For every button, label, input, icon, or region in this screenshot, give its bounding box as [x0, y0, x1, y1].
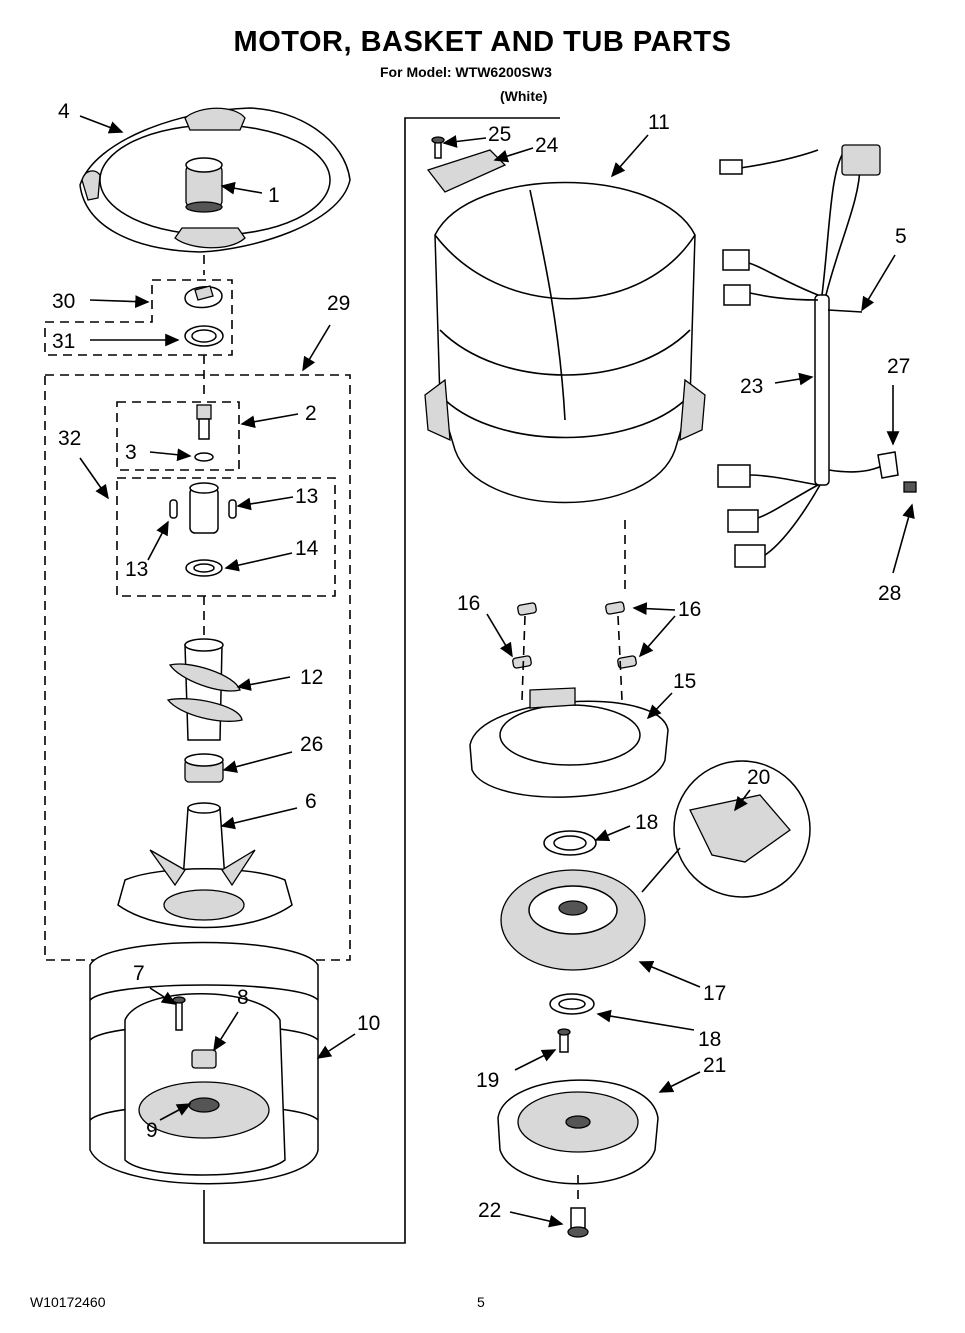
- callout-8: 8: [237, 986, 249, 1009]
- rotor-part: [497, 1079, 659, 1185]
- coupler-part: [184, 753, 224, 783]
- pin-part: [512, 601, 637, 669]
- outer-tub-part: [424, 181, 706, 504]
- document-number: W10172460: [30, 1294, 106, 1310]
- callout-27: 27: [887, 355, 910, 378]
- callout-1: 1: [268, 184, 280, 207]
- color-label: (White): [500, 88, 548, 104]
- callout-7: 7: [133, 962, 145, 985]
- wire-harness-part: [717, 144, 917, 568]
- callout-10: 10: [357, 1012, 380, 1035]
- callout-29: 29: [327, 292, 350, 315]
- callout-13-left: 13: [125, 558, 148, 581]
- callout-22: 22: [478, 1199, 501, 1222]
- callout-28: 28: [878, 582, 901, 605]
- seal-part: [184, 285, 223, 309]
- callout-16-left: 16: [457, 592, 480, 615]
- callout-9: 9: [146, 1119, 158, 1142]
- callout-21: 21: [703, 1054, 726, 1077]
- callout-15: 15: [673, 670, 696, 693]
- agitator-part: [117, 802, 293, 929]
- callout-leader-lines: [79, 115, 915, 1228]
- stator-part: [500, 869, 646, 971]
- callout-3: 3: [125, 441, 137, 464]
- callout-18-upper: 18: [635, 811, 658, 834]
- drive-block-part: [169, 482, 237, 577]
- callout-17: 17: [703, 982, 726, 1005]
- bolt-part: [194, 404, 214, 462]
- assembly-connector-line: [203, 117, 560, 1244]
- callout-5: 5: [895, 225, 907, 248]
- auger-part: [166, 638, 243, 741]
- stator-mount-part: [469, 687, 669, 798]
- callout-14: 14: [295, 537, 319, 560]
- callout-11: 11: [648, 111, 670, 134]
- page-number: 5: [477, 1294, 485, 1310]
- page-title: MOTOR, BASKET AND TUB PARTS: [233, 26, 732, 58]
- bolt-part: [557, 1028, 571, 1053]
- callout-4: 4: [58, 100, 70, 123]
- ring-part: [184, 325, 224, 347]
- callout-6: 6: [305, 790, 317, 813]
- callout-23: 23: [740, 375, 763, 398]
- callout-2: 2: [305, 402, 317, 425]
- callout-31: 31: [52, 330, 75, 353]
- callout-32: 32: [58, 427, 81, 450]
- model-line: For Model: WTW6200SW3: [380, 64, 552, 80]
- callout-16-right: 16: [678, 598, 701, 621]
- hall-sensor-inset: [641, 760, 811, 898]
- hub-part: [188, 1049, 220, 1113]
- plate-part: [543, 830, 597, 856]
- callout-12: 12: [300, 666, 323, 689]
- callout-13-right: 13: [295, 485, 318, 508]
- callout-18-lower: 18: [698, 1028, 721, 1051]
- bolt-part: [567, 1207, 589, 1238]
- callout-25: 25: [488, 123, 511, 146]
- bracket-part: [426, 149, 507, 193]
- callout-19: 19: [476, 1069, 499, 1092]
- callout-26: 26: [300, 733, 323, 756]
- bearing-part: [185, 157, 223, 213]
- callout-30: 30: [52, 290, 75, 313]
- plate-part: [549, 993, 595, 1015]
- screw-part: [431, 136, 445, 159]
- callout-20: 20: [747, 766, 770, 789]
- callout-24: 24: [535, 134, 559, 157]
